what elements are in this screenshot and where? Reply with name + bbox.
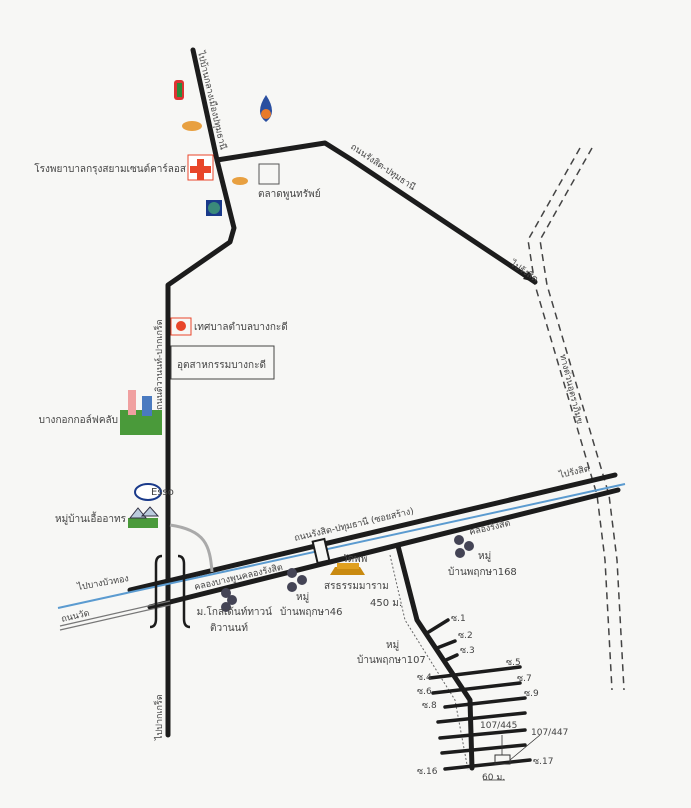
esso-icon (134, 483, 162, 501)
distance-label: 60 ม. (482, 773, 505, 783)
expressway (527, 147, 625, 691)
soi-label: ซ.1 (451, 614, 466, 624)
village-label: ติวานนท์ (210, 622, 248, 634)
road-west (59, 600, 171, 631)
soi-label: ซ.8 (422, 701, 437, 711)
soi-lines (425, 618, 532, 771)
village-label: บ้านพฤกษา168 (448, 566, 517, 578)
distance-label: 450 ม. (370, 598, 402, 609)
road-rangsit-pathum-soi-north (127, 472, 618, 593)
soi-label: ซ.3 (460, 646, 475, 656)
village-label: หมู่ (296, 592, 309, 603)
road-label: ไปบางบัวทอง (76, 573, 130, 593)
village-label: บ้านพฤกษา46 (280, 606, 342, 618)
address-label: 107/447 (531, 728, 568, 738)
village-icons (221, 535, 474, 612)
village-label: ม.โกลเด้นท์ทาวน์ (197, 605, 272, 618)
road-rangsit-pathum-north (214, 140, 538, 285)
bakery-icon (182, 121, 202, 131)
seven-eleven-icon (174, 80, 184, 100)
esso-label: Esso (151, 487, 174, 498)
hospital-label: โรงพยาบาลกรุงสยามเซนต์คาร์ลอส (34, 162, 186, 175)
soi-label: ซ.4 (417, 673, 432, 683)
village-label: หมู่ (386, 640, 399, 651)
bridge-marker (149, 554, 191, 629)
village-label: บ้านพฤกษา107 (357, 654, 426, 666)
road-label: ไปรังสิต (507, 258, 540, 285)
village-label: หมู่บ้านเอื้ออาทร (55, 511, 127, 525)
temple-icon (330, 563, 365, 575)
address-label: 107/445 (480, 721, 517, 731)
golf-icon (120, 390, 162, 435)
village-icon (128, 506, 160, 528)
village-label: หมู่ (478, 551, 491, 562)
road-tiwanon (165, 47, 237, 738)
road-label: ไปรังสิต (557, 463, 591, 481)
road-label: ทางด่วนอุตราภิมุข (557, 353, 585, 425)
canal-rangsit (57, 483, 626, 609)
bridge (311, 537, 331, 565)
municipality-icon (170, 317, 192, 336)
arrow-icon (523, 271, 535, 282)
market-icon (258, 163, 280, 185)
soi-label: ซ.9 (524, 689, 539, 699)
market-label: ตลาดพูนทรัพย์ (258, 188, 321, 200)
soi-label: ซ.6 (417, 687, 432, 697)
temple-label: สรธรรมมาราม (324, 581, 389, 592)
road-label: ไปปากเกร็ด (152, 694, 165, 741)
industrial-label: อุตสาหกรรมบางกะดี (177, 359, 266, 371)
ramp (169, 523, 214, 573)
bank-icon (206, 200, 222, 216)
hospital-icon (187, 154, 214, 181)
golf-label: บางกอกกอล์ฟคลับ (39, 414, 118, 426)
soi-label: ซ.16 (417, 767, 438, 777)
bakery-icon (232, 177, 248, 185)
soi-label: ซ.2 (458, 631, 473, 641)
leader-line (501, 734, 541, 761)
soi-label: ซ.7 (517, 674, 532, 684)
road-label: ถนนติวานนท์-ปากเกร็ด (152, 319, 165, 410)
soi-label: ซ.17 (533, 757, 553, 767)
road-rangsit-pathum-soi-south (147, 487, 621, 610)
gas-station-icon (260, 95, 272, 122)
municipality-label: เทศบาลตำบลบางกะดี (194, 321, 288, 333)
industrial-box (170, 345, 275, 380)
soi-label: ซ.5 (506, 658, 521, 668)
temple-label: วัดพพ (342, 554, 367, 565)
